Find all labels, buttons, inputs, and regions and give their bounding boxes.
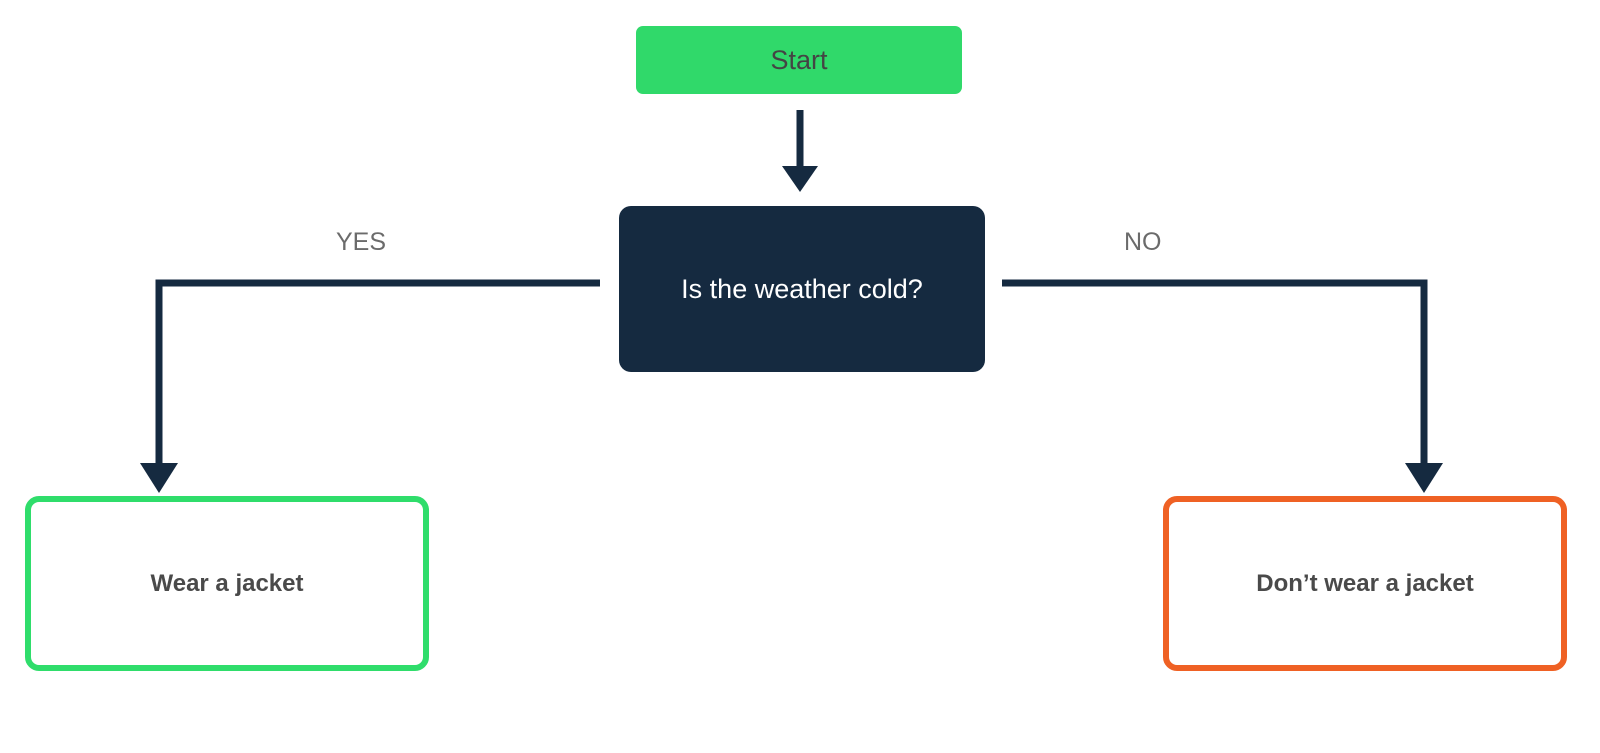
edge-decision-to-no-arrowhead [1405, 463, 1443, 493]
node-start[interactable]: Start [636, 26, 962, 94]
edge-decision-to-yes-arrowhead [140, 463, 178, 493]
edge-label-no: NO [1124, 228, 1162, 256]
edge-decision-to-yes [140, 279, 600, 493]
node-decision-label: Is the weather cold? [681, 273, 923, 304]
edge-decision-to-no [1002, 279, 1443, 493]
node-start-label: Start [770, 44, 828, 75]
edge-label-yes: YES [336, 228, 387, 256]
node-outcome-wear-jacket-label: Wear a jacket [150, 569, 304, 597]
node-decision-weather-cold[interactable]: Is the weather cold? [619, 206, 985, 372]
node-outcome-wear-jacket[interactable]: Wear a jacket [25, 496, 429, 671]
node-outcome-dont-wear-jacket[interactable]: Don’t wear a jacket [1163, 496, 1567, 671]
node-outcome-dont-wear-jacket-label: Don’t wear a jacket [1256, 569, 1474, 597]
edge-decision-to-no-line [1002, 279, 1428, 466]
edge-start-to-decision [782, 110, 818, 192]
edge-decision-to-yes-line [155, 279, 600, 466]
edge-start-to-decision-arrowhead [782, 166, 818, 192]
